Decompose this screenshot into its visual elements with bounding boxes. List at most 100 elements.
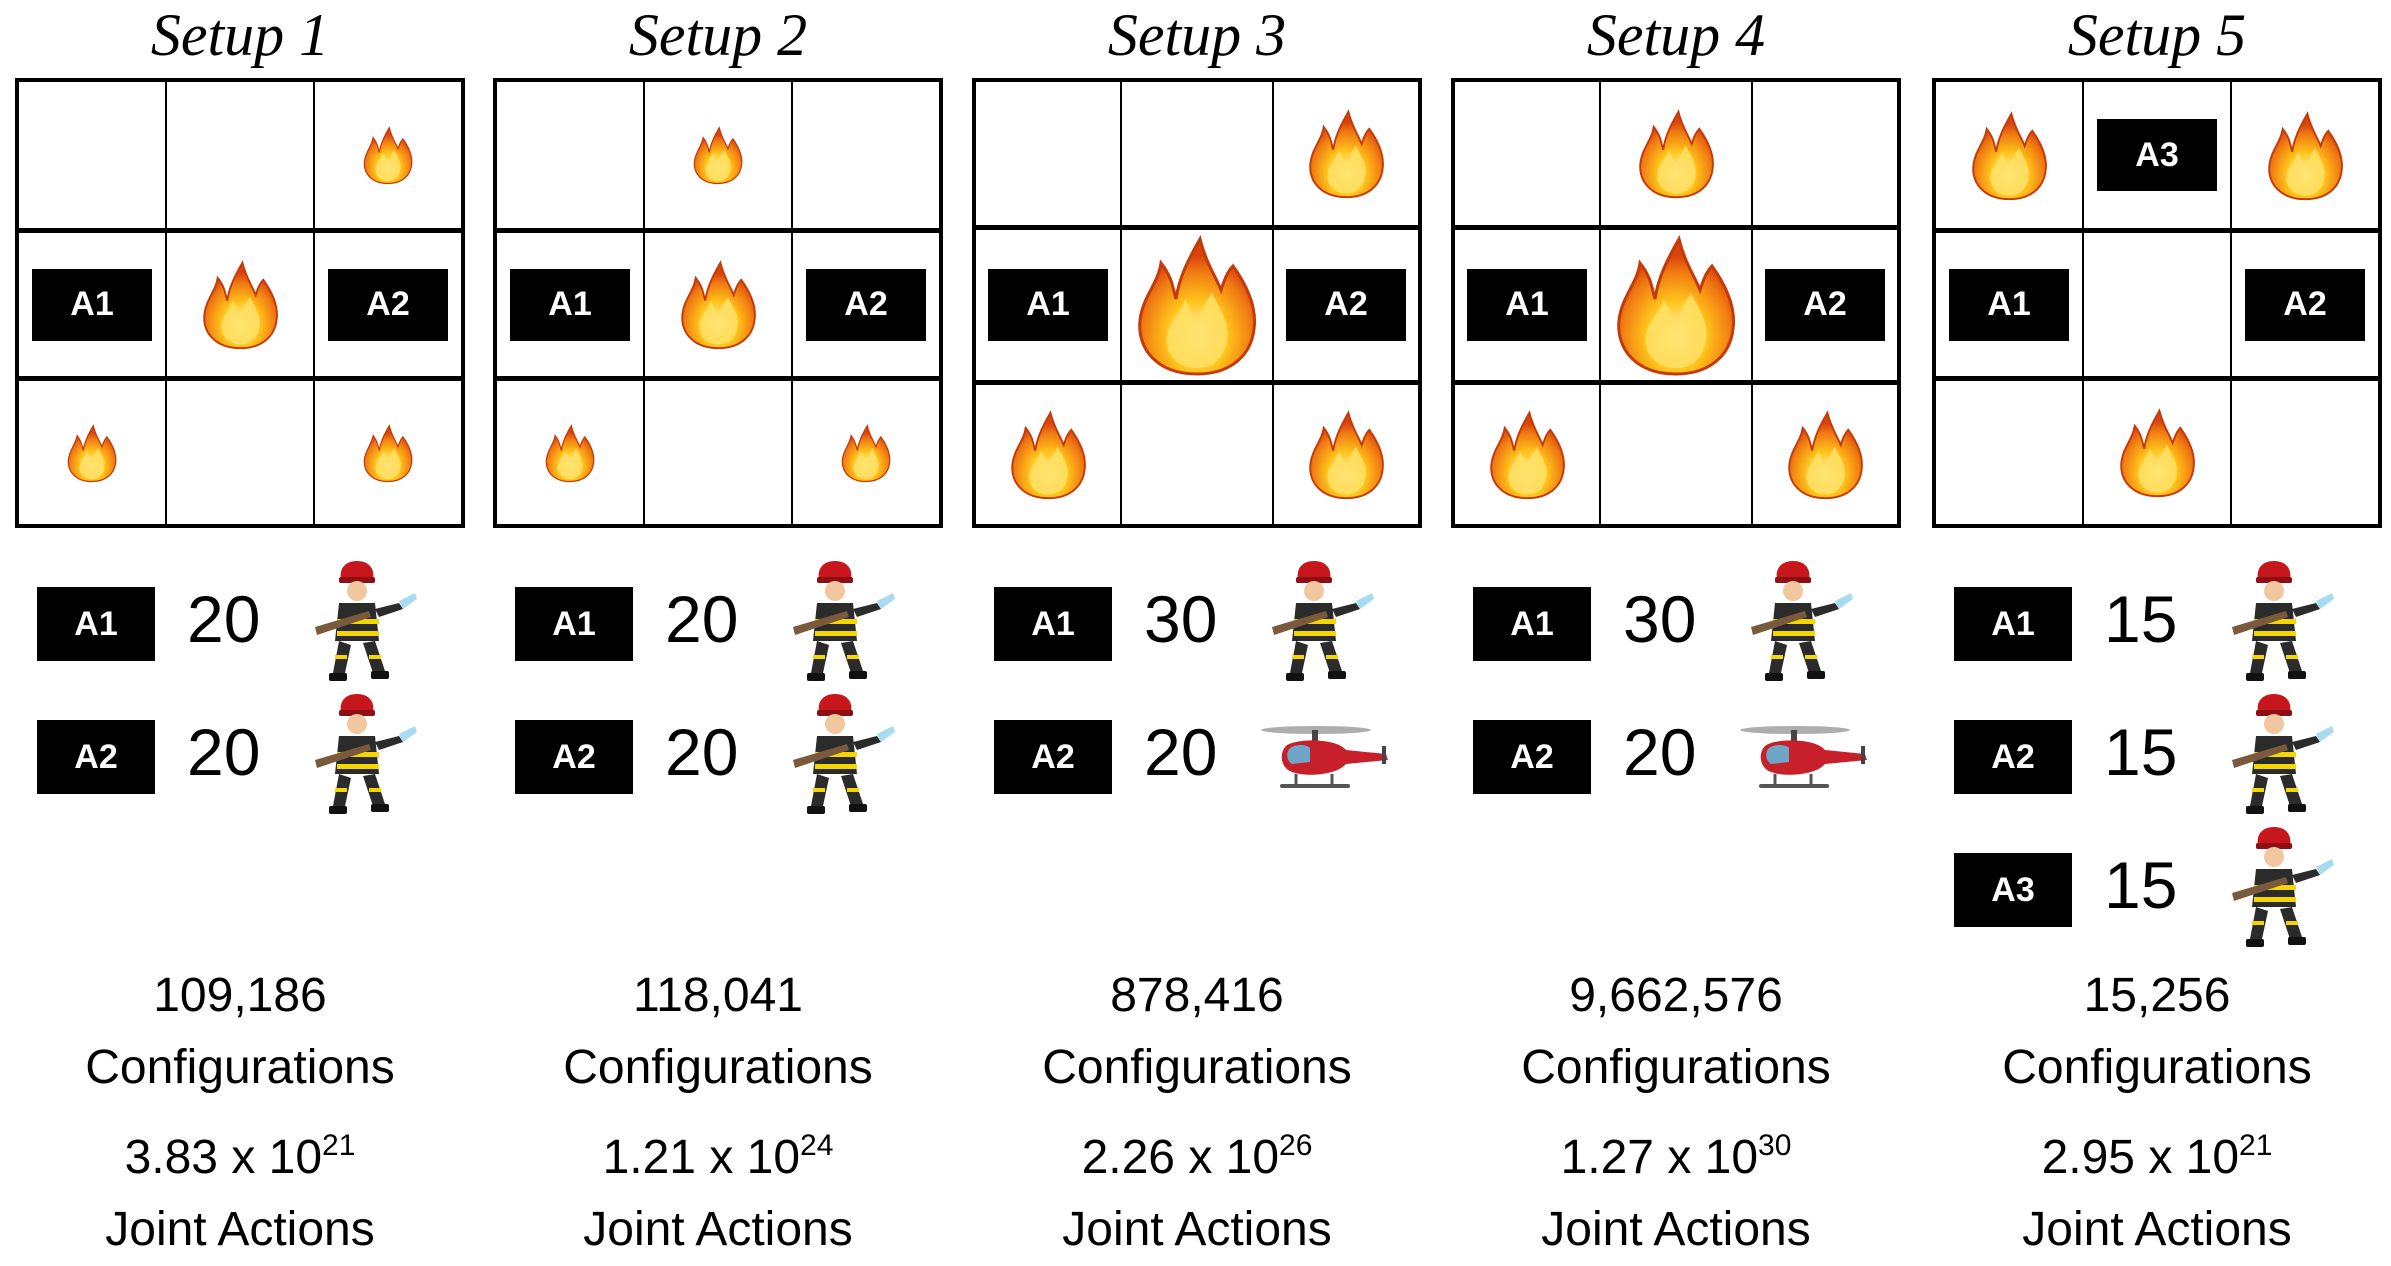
fleet-row: A1 20 bbox=[515, 555, 935, 688]
firefighter-icon bbox=[2216, 688, 2336, 823]
setup-title: Setup 4 bbox=[1586, 2, 1766, 68]
agent-capacity: 20 bbox=[187, 582, 261, 656]
grid-cell bbox=[496, 81, 644, 229]
fire-icon bbox=[61, 422, 123, 484]
firefighter-icon bbox=[1735, 555, 1855, 690]
fire-icon bbox=[1299, 407, 1394, 502]
configurations-label: Configurations bbox=[2002, 1041, 2312, 1094]
grid-cell bbox=[1454, 81, 1600, 226]
grid-cell bbox=[1273, 380, 1419, 525]
joint-actions-base: 1.27 x 10 bbox=[1560, 1131, 1759, 1184]
agent-capacity: 20 bbox=[187, 715, 261, 789]
grid-cell bbox=[1935, 377, 2083, 525]
grid-cell: A2 bbox=[2231, 229, 2379, 377]
fire-icon bbox=[1629, 106, 1724, 201]
grid-cell bbox=[496, 377, 644, 525]
agent-label: A3 bbox=[1954, 853, 2072, 927]
grid-cell bbox=[166, 81, 314, 229]
grid-cell: A1 bbox=[496, 229, 644, 377]
joint-actions-label: Joint Actions bbox=[2022, 1203, 2292, 1256]
agent-capacity: 20 bbox=[1144, 715, 1218, 789]
grid-cell bbox=[1935, 81, 2083, 229]
fire-icon bbox=[1122, 230, 1272, 380]
fire-icon bbox=[1601, 230, 1751, 380]
agent-marker: A1 bbox=[988, 268, 1108, 341]
configurations-label: Configurations bbox=[563, 1041, 873, 1094]
agent-capacity: 15 bbox=[2104, 582, 2178, 656]
agent-label: A2 bbox=[1954, 720, 2072, 794]
grid-cell: A2 bbox=[1752, 225, 1898, 381]
configurations-count: 15,256 bbox=[2083, 969, 2231, 1022]
setup-stats: 109,186 Configurations 3.83 x 1021 Joint… bbox=[15, 960, 465, 1266]
joint-actions-exponent: 24 bbox=[800, 1129, 834, 1162]
grid-cell: A2 bbox=[792, 229, 940, 377]
grid-cell bbox=[1121, 380, 1273, 525]
joint-actions-exponent: 30 bbox=[1758, 1129, 1792, 1162]
grid-map: A1 A2 bbox=[15, 78, 465, 528]
grid-cell bbox=[644, 229, 792, 377]
fire-icon bbox=[2110, 405, 2205, 500]
agent-marker: A2 bbox=[2245, 268, 2365, 341]
agent-label: A1 bbox=[1954, 587, 2072, 661]
configurations-count: 118,041 bbox=[633, 969, 803, 1022]
helicopter-icon bbox=[1256, 716, 1396, 811]
agent-marker: A3 bbox=[2097, 119, 2217, 191]
agent-capacity: 20 bbox=[665, 715, 739, 789]
fire-icon bbox=[671, 257, 766, 352]
agent-label: A2 bbox=[515, 720, 633, 794]
fire-icon bbox=[357, 124, 419, 186]
joint-actions-count: 1.27 x 1030 bbox=[1451, 1122, 1901, 1194]
joint-actions-exponent: 21 bbox=[2239, 1129, 2273, 1162]
setup-title: Setup 3 bbox=[1107, 2, 1287, 68]
grid-cell bbox=[1600, 380, 1752, 525]
setup-panel: Setup 4 A1 A2 bbox=[1451, 0, 1901, 1263]
grid-cell: A3 bbox=[2083, 81, 2231, 229]
grid-cell bbox=[18, 377, 166, 525]
fleet-row: A2 20 bbox=[994, 688, 1414, 821]
agent-marker: A1 bbox=[32, 268, 152, 341]
joint-actions-base: 1.21 x 10 bbox=[602, 1131, 801, 1184]
agent-label: A2 bbox=[1473, 720, 1591, 794]
firefighter-icon bbox=[2216, 555, 2336, 690]
firefighter-icon bbox=[299, 688, 419, 823]
agent-label: A1 bbox=[515, 587, 633, 661]
firefighter-icon bbox=[1256, 555, 1376, 690]
joint-actions-base: 3.83 x 10 bbox=[124, 1131, 323, 1184]
grid-map: A1 A2 bbox=[1451, 78, 1901, 528]
setup-stats: 15,256 Configurations 2.95 x 1021 Joint … bbox=[1932, 960, 2382, 1266]
firefighter-icon bbox=[299, 555, 419, 690]
grid-map: A3 A1 A2 bbox=[1932, 78, 2382, 528]
setup-title: Setup 2 bbox=[628, 2, 808, 68]
agent-marker: A1 bbox=[1467, 268, 1587, 341]
grid-cell bbox=[314, 377, 462, 525]
joint-actions-exponent: 26 bbox=[1279, 1129, 1313, 1162]
grid-cell: A2 bbox=[314, 229, 462, 377]
grid-cell bbox=[18, 81, 166, 229]
firefighter-icon bbox=[2216, 821, 2336, 956]
joint-actions-exponent: 21 bbox=[322, 1129, 356, 1162]
agent-label: A2 bbox=[994, 720, 1112, 794]
joint-actions-label: Joint Actions bbox=[1062, 1203, 1332, 1256]
grid-cell: A2 bbox=[1273, 225, 1419, 381]
joint-actions-label: Joint Actions bbox=[105, 1203, 375, 1256]
agent-marker: A2 bbox=[806, 268, 926, 341]
setup-panel: Setup 3 A1 A2 bbox=[972, 0, 1422, 1263]
agent-marker: A1 bbox=[1949, 268, 2069, 341]
setup-stats: 9,662,576 Configurations 1.27 x 1030 Joi… bbox=[1451, 960, 1901, 1266]
joint-actions-count: 2.26 x 1026 bbox=[972, 1122, 1422, 1194]
fire-icon bbox=[539, 422, 601, 484]
agent-capacity: 20 bbox=[665, 582, 739, 656]
fire-icon bbox=[357, 422, 419, 484]
grid-cell bbox=[314, 81, 462, 229]
fire-icon bbox=[2258, 108, 2353, 203]
fire-icon bbox=[687, 124, 749, 186]
fire-icon bbox=[1001, 407, 1096, 502]
configurations-count: 109,186 bbox=[153, 969, 327, 1022]
firefighter-icon bbox=[777, 555, 897, 690]
joint-actions-base: 2.95 x 10 bbox=[2041, 1131, 2240, 1184]
